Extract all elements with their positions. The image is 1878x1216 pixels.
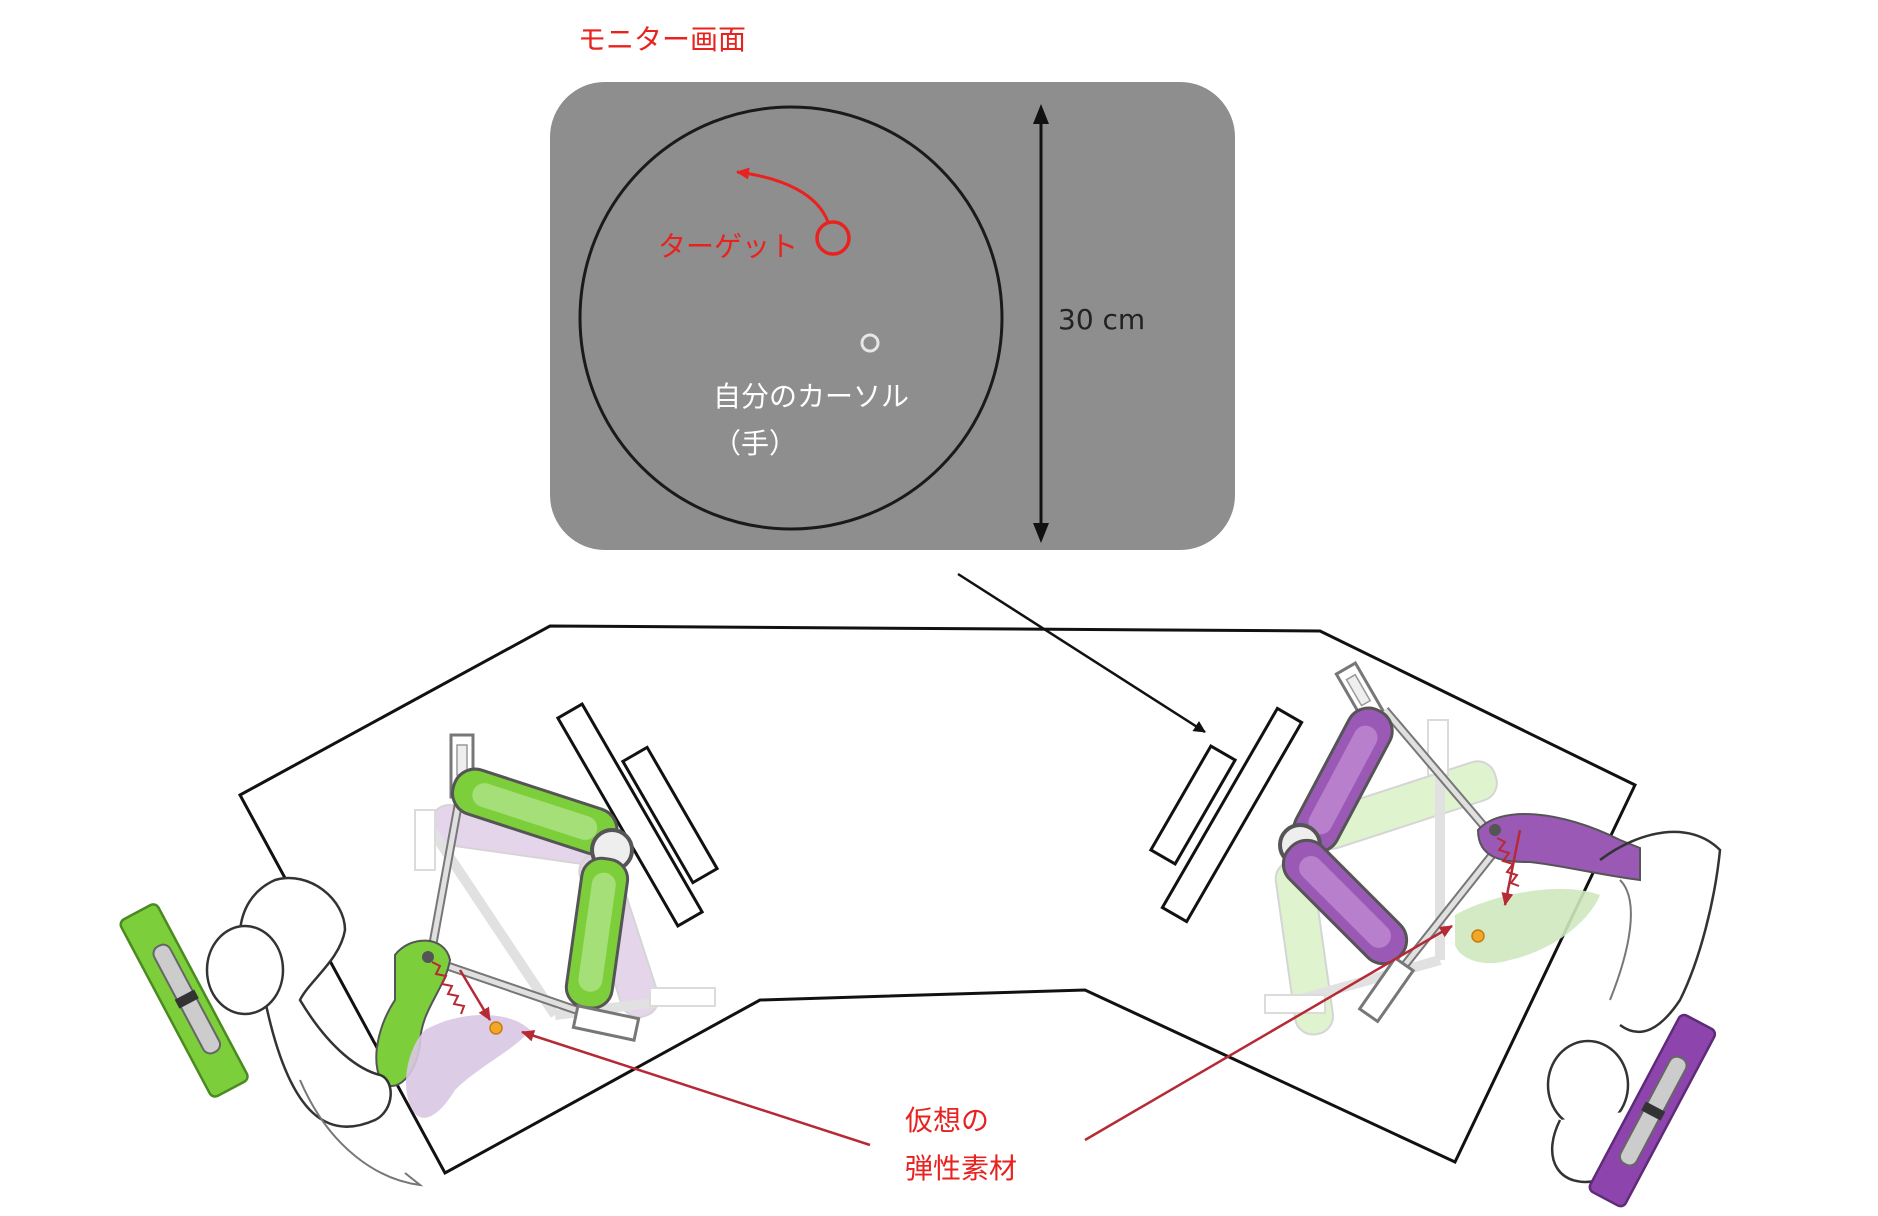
monitor-panel (550, 82, 1235, 550)
cursor-circle (860, 333, 880, 353)
cursor-label-line1: 自分のカーソル (713, 380, 910, 413)
right-mirror (1148, 706, 1304, 924)
monitor-title: モニター画面 (578, 23, 747, 56)
target-circle (815, 220, 851, 256)
workspace-circle (578, 105, 1004, 531)
target-label: ターゲット (658, 230, 799, 263)
annotation-line2: 弾性素材 (905, 1152, 1018, 1185)
left-person (119, 876, 424, 1187)
right-person (1546, 830, 1722, 1208)
dimension-arrow-top (1033, 104, 1049, 124)
dimension-label: 30 cm (1058, 303, 1146, 336)
target-motion-arrow (736, 167, 830, 223)
annotation-line1: 仮想の (905, 1104, 990, 1137)
elastic-arrow-left (521, 1029, 871, 1147)
dimension-arrow-bottom (1033, 523, 1049, 543)
elastic-arrow-right (1084, 924, 1453, 1142)
left-mirror (555, 702, 720, 928)
monitor-to-mirror-arrow (957, 572, 1206, 734)
monitor-screen (550, 82, 1235, 550)
cursor-label-line2: （手） (713, 427, 798, 460)
right-robot (1264, 660, 1641, 1036)
left-robot (375, 733, 716, 1118)
